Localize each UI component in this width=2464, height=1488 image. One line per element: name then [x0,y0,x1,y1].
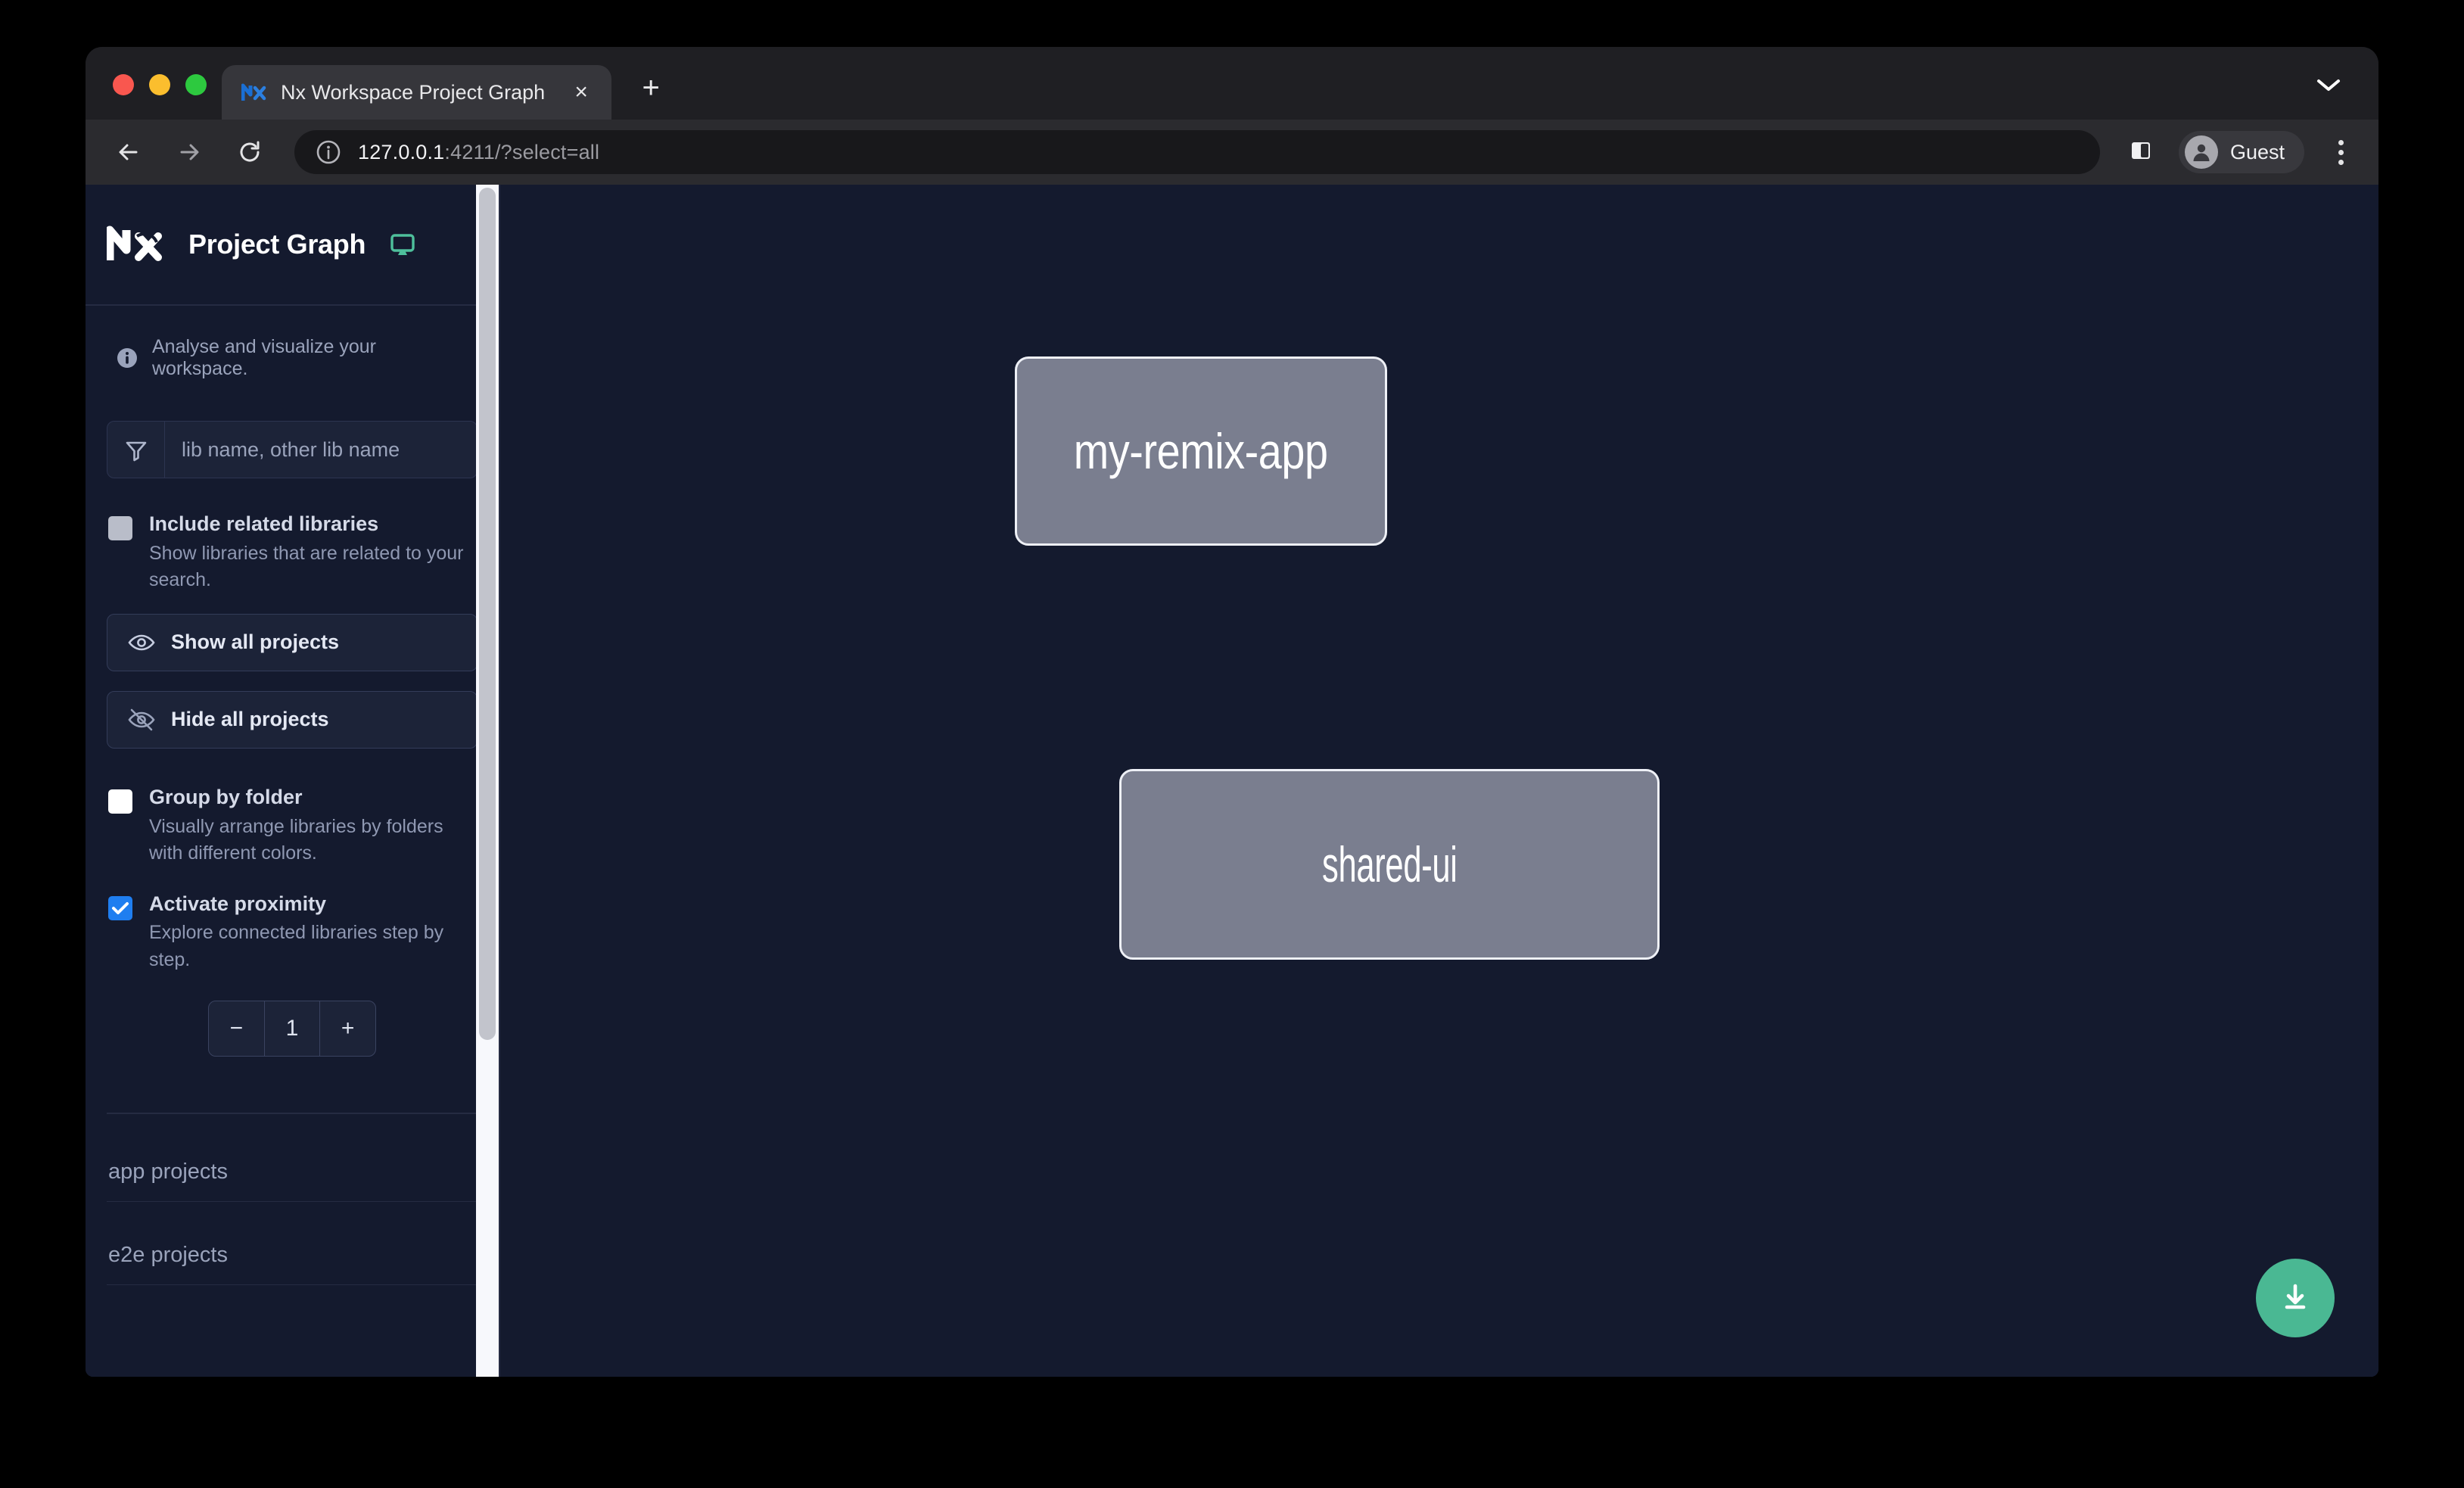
option-title: Include related libraries [149,512,379,535]
eye-icon [127,628,156,657]
profile-name-label: Guest [2229,140,2285,163]
filter-box[interactable] [107,421,478,478]
window-traffic-lights [86,74,207,120]
side-panel-icon[interactable] [2126,135,2159,169]
option-group-by-folder[interactable]: Group by folder Visually arrange librari… [107,785,478,867]
minimize-window-button[interactable] [149,74,170,95]
address-bar-url: 127.0.0.1:4211/?select=all [358,141,599,164]
url-host: 127.0.0.1 [358,140,445,163]
download-button[interactable] [2256,1259,2335,1337]
graph-node-my-remix-app[interactable]: my-remix-app [1015,356,1387,546]
graph-node-label: shared-ui [1321,836,1458,892]
back-arrow-icon[interactable] [108,132,149,173]
option-text: Include related libraries Show libraries… [149,512,476,594]
sidebar: Project Graph [86,185,500,1377]
browser-tab-active[interactable]: Nx Workspace Project Graph × [222,65,612,120]
option-text: Group by folder Visually arrange librari… [149,785,476,867]
option-title: Activate proximity [149,892,327,915]
chevron-down-icon[interactable] [2312,68,2345,101]
option-description: Show libraries that are related to your … [149,542,464,591]
option-description: Explore connected libraries step by step… [149,922,444,970]
search-input[interactable] [165,437,477,462]
close-window-button[interactable] [113,74,134,95]
new-tab-button[interactable]: + [642,71,660,104]
hide-all-projects-button[interactable]: Hide all projects [107,690,478,749]
person-avatar-icon [2184,135,2218,169]
tab-strip: Nx Workspace Project Graph × + [86,47,2378,120]
browser-tab-title: Nx Workspace Project Graph [281,80,546,104]
section-e2e-projects[interactable]: e2e projects [107,1202,478,1286]
project-graph-canvas[interactable]: my-remix-app shared-ui [500,185,2378,1377]
proximity-increment-button[interactable]: + [319,1001,375,1057]
tagline-text: Analyse and visualize your workspace. [152,336,376,379]
option-text: Activate proximity Explore connected lib… [149,892,476,974]
three-dot-menu-icon[interactable] [2324,132,2357,173]
sidebar-controls: Analyse and visualize your workspace. In… [86,306,499,1115]
projects-sections: app projects e2e projects [86,1114,499,1286]
forward-arrow-icon[interactable] [169,132,210,173]
section-app-projects[interactable]: app projects [107,1114,478,1203]
graph-node-label: my-remix-app [1074,423,1328,479]
monitor-icon[interactable] [388,230,417,259]
proximity-decrement-button[interactable]: − [229,1016,244,1041]
proximity-value: 1 [263,1001,320,1057]
sidebar-scrollbar-thumb[interactable] [479,188,496,1040]
url-path: :4211/?select=all [444,140,600,163]
close-tab-button[interactable]: × [574,79,588,104]
option-activate-proximity[interactable]: Activate proximity Explore connected lib… [107,892,478,974]
hide-all-projects-label: Hide all projects [171,708,329,731]
option-description: Visually arrange libraries by folders wi… [149,815,443,864]
option-title: Group by folder [149,785,303,808]
page-title: Project Graph [188,229,366,260]
browser-toolbar: 127.0.0.1:4211/?select=all Guest [86,120,2378,185]
activate-proximity-checkbox[interactable] [108,895,132,920]
funnel-filter-icon [107,422,165,478]
info-circle-icon [116,347,138,369]
graph-edges [500,185,727,298]
proximity-stepper[interactable]: − 1 + [208,1001,376,1057]
info-circle-icon[interactable] [316,139,341,165]
graph-node-shared-ui[interactable]: shared-ui [1119,769,1660,960]
tagline-row: Analyse and visualize your workspace. [107,306,478,380]
address-bar[interactable]: 127.0.0.1:4211/?select=all [294,130,2100,174]
reload-icon[interactable] [229,132,270,173]
nx-logo-icon [105,226,166,263]
show-all-projects-button[interactable]: Show all projects [107,613,478,671]
eye-slash-icon [127,705,156,734]
group-by-folder-checkbox[interactable] [108,789,132,814]
download-icon [2278,1279,2313,1318]
sidebar-scrollbar[interactable] [476,185,499,1377]
page-content: Project Graph [86,185,2378,1377]
profile-chip[interactable]: Guest [2178,131,2304,173]
sidebar-divider [107,1113,478,1115]
maximize-window-button[interactable] [185,74,207,95]
option-include-related-libraries[interactable]: Include related libraries Show libraries… [107,512,478,594]
nx-favicon-icon [241,81,267,104]
include-related-libraries-checkbox[interactable] [108,516,132,540]
sidebar-header: Project Graph [86,185,499,306]
browser-window: Nx Workspace Project Graph × + [86,47,2378,1377]
show-all-projects-label: Show all projects [171,630,340,654]
